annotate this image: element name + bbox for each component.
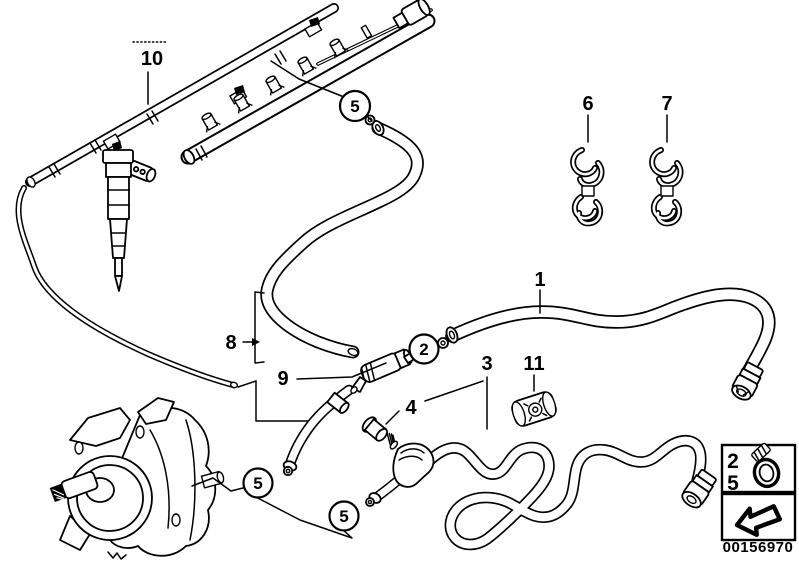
svg-text:5[interactable]: 5 — [350, 97, 359, 116]
hose-clamp-icon — [751, 442, 781, 489]
elbow-connector — [392, 442, 435, 488]
pipe3-quick-connector — [681, 468, 717, 509]
svg-text:5[interactable]: 5 — [339, 507, 348, 526]
common-rail — [180, 13, 436, 165]
high-pressure-pump — [49, 397, 225, 560]
callout-1[interactable]: 1 — [534, 269, 545, 291]
svg-text:2[interactable]: 2 — [419, 340, 428, 359]
image-number: 00156970 — [723, 539, 794, 556]
callout-8[interactable]: 8 — [225, 332, 236, 354]
hose1-quick-connector — [731, 361, 764, 401]
common-rail-details — [182, 0, 431, 165]
callout-6[interactable]: 6 — [582, 93, 593, 115]
injection-pipes-rail — [25, 3, 339, 187]
legend-row-5: 5 — [727, 472, 739, 495]
short-hose-end-ring — [365, 492, 382, 507]
callout-3[interactable]: 3 — [481, 353, 492, 375]
legend-row-2: 2 — [727, 450, 739, 473]
callout-11[interactable]: 11 — [523, 353, 544, 375]
hose1-end-and-seal — [437, 326, 459, 349]
fuel-hose-1 — [445, 287, 776, 381]
retaining-clip-6 — [570, 147, 605, 227]
fuel-pipe-3-serpentine — [423, 434, 707, 551]
callout-9[interactable]: 9 — [277, 368, 288, 390]
fuel-injector — [102, 141, 157, 292]
return-pipe — [15, 185, 239, 389]
threaded-fitting-4 — [361, 416, 399, 450]
circled-callout-5-left[interactable]: 5 — [242, 467, 274, 499]
hose-end-ring-top — [364, 114, 385, 136]
circled-callout-5-top[interactable]: 5 — [338, 89, 372, 123]
callout-7[interactable]: 7 — [661, 93, 672, 115]
leader-lines — [132, 41, 668, 539]
hose-8-upper — [260, 121, 424, 359]
legend-box: 2 5 — [720, 442, 797, 542]
callout-4[interactable]: 4 — [405, 397, 417, 419]
hose-end-ring-left — [282, 460, 298, 477]
injection-pipes-clamps — [26, 17, 323, 188]
svg-text:5[interactable]: 5 — [253, 474, 262, 493]
circled-callout-5-right[interactable]: 5 — [328, 500, 360, 532]
callout-10[interactable]: 10 — [141, 48, 163, 70]
pipe-stub — [326, 391, 350, 414]
direction-arrow-icon — [734, 504, 782, 538]
retaining-clip-7 — [649, 147, 684, 227]
circled-callout-2[interactable]: 2 — [408, 333, 440, 365]
rubber-mount-11 — [511, 391, 557, 427]
